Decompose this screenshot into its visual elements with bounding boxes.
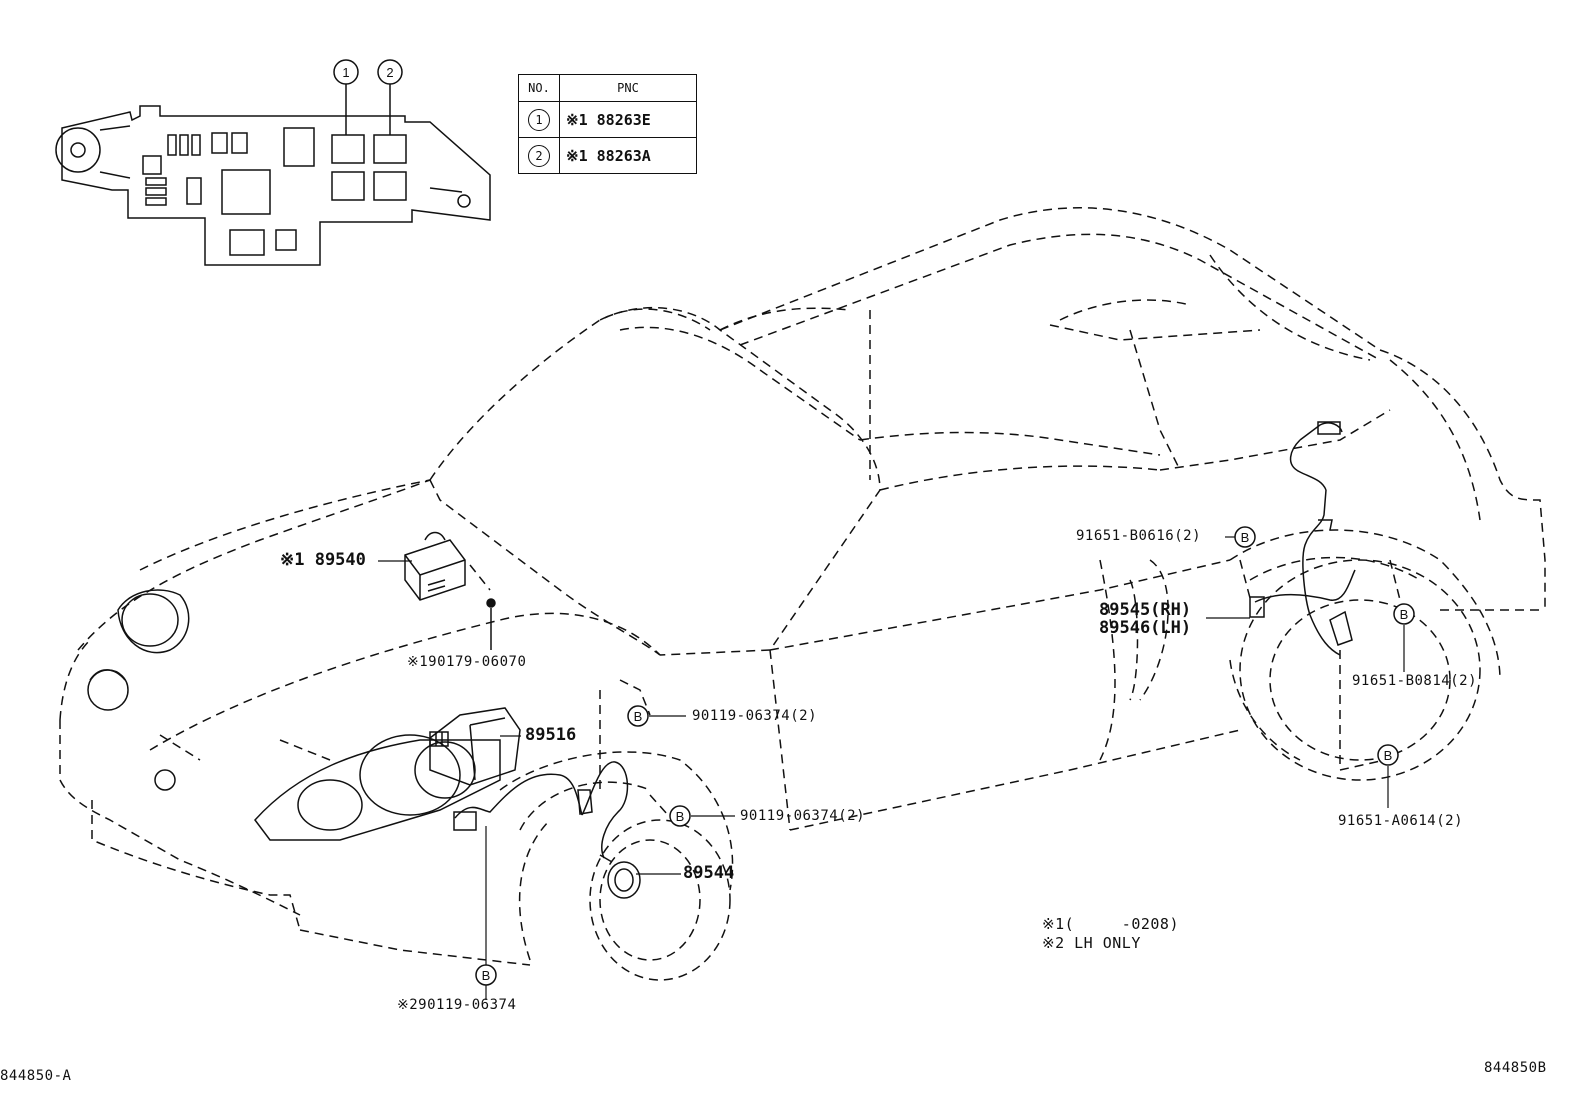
note-2: ※2 LH ONLY xyxy=(1042,934,1141,952)
note-1: ※1( -0208) xyxy=(1042,915,1179,933)
label-91651-b0616: 91651-B0616(2) xyxy=(1076,528,1202,544)
pnc-row-number: 1 xyxy=(528,108,550,131)
leader-lines xyxy=(378,536,1405,1000)
svg-text:B: B xyxy=(1400,607,1409,622)
bolt-marker-rear-mid: B xyxy=(1393,603,1415,625)
label-89546-lh: 89546(LH) xyxy=(1099,618,1192,638)
label-89516: 89516 xyxy=(525,725,577,745)
pnc-header-no: NO. xyxy=(518,74,560,102)
front-sensor-wire xyxy=(453,761,641,899)
svg-text:B: B xyxy=(676,809,685,824)
diagram-id-right: 844850B xyxy=(1484,1060,1547,1076)
pnc-table-row: 2 ※1 88263A xyxy=(518,137,697,174)
skid-ecu-89540 xyxy=(404,531,496,650)
headlights xyxy=(87,589,501,841)
car-body-outline xyxy=(59,207,1546,981)
svg-text:B: B xyxy=(634,709,643,724)
bolt-marker-rear-lower: B xyxy=(1377,744,1399,766)
svg-text:B: B xyxy=(482,968,491,983)
label-89544: 89544 xyxy=(683,863,735,883)
pnc-row-no: 1 xyxy=(518,101,560,138)
pnc-table: NO. PNC 1 ※1 88263E 2 ※1 88263A xyxy=(518,74,697,174)
relay-callout-2: 2 xyxy=(386,65,393,80)
diagram-id-left: 844850-A xyxy=(0,1068,72,1084)
label-90119-06374-upper: 90119-06374(2) xyxy=(692,708,818,724)
label-89545-rh: 89545(RH) xyxy=(1099,600,1192,620)
svg-text:B: B xyxy=(1384,748,1393,763)
bolt-marker-front-wire: B xyxy=(475,964,497,986)
relay-block xyxy=(55,59,491,266)
bolt-marker-front-lower: B xyxy=(669,805,691,827)
bolt-markers: B B B B B B xyxy=(475,526,1415,986)
label-90119-06374-lower: 90119-06374(2) xyxy=(740,808,866,824)
label-91651-a0614: 91651-A0614(2) xyxy=(1338,813,1464,829)
label-190179-06070: ※190179-06070 xyxy=(407,654,527,670)
pnc-table-header: NO. PNC xyxy=(518,74,697,102)
bolt-marker-rear-upper: B xyxy=(1234,526,1256,548)
pnc-table-row: 1 ※1 88263E xyxy=(518,101,697,138)
relay-callout-1: 1 xyxy=(342,65,349,80)
bolt-marker-front-upper: B xyxy=(627,705,649,727)
pnc-row-part: ※1 88263A xyxy=(559,137,697,174)
rear-sensor-wire xyxy=(1249,421,1356,656)
svg-text:B: B xyxy=(1241,530,1250,545)
pnc-header-pnc: PNC xyxy=(559,74,697,102)
relay-callouts: 1 2 xyxy=(342,65,393,80)
pnc-row-no: 2 xyxy=(518,137,560,174)
label-290119-06374: ※290119-06374 xyxy=(397,997,517,1013)
pnc-row-part: ※1 88263E xyxy=(559,101,697,138)
label-91651-b0814: 91651-B0814(2) xyxy=(1352,673,1478,689)
pnc-row-number: 2 xyxy=(528,144,550,167)
abs-actuator-89516 xyxy=(429,707,521,786)
label-89540: ※1 89540 xyxy=(280,550,366,570)
